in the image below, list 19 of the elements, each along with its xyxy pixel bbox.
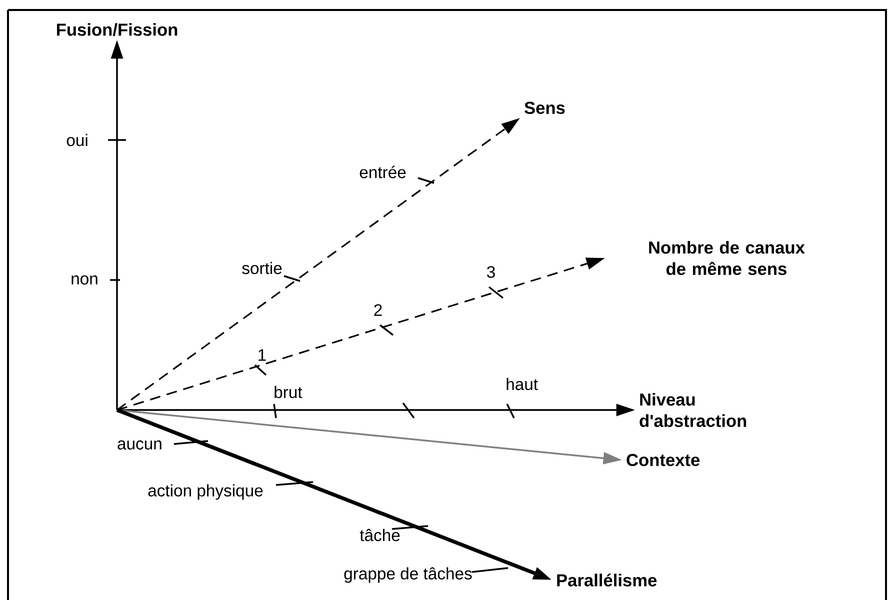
- tick-label: entrée: [360, 166, 406, 178]
- axis-title: Sens: [524, 102, 565, 114]
- tick-label: grappe de tâches: [344, 567, 472, 583]
- tick-label: sortie: [242, 262, 282, 274]
- tick-label: 3: [487, 266, 495, 278]
- tick-label: aucun: [118, 440, 162, 450]
- tick-label: 2: [374, 304, 382, 316]
- axis-title: Nombre de canaux de même sens: [649, 240, 805, 276]
- axis-title: Niveau d'abstraction: [640, 392, 746, 428]
- tick-label: brut: [274, 386, 302, 398]
- tick-label: tâche: [360, 528, 400, 542]
- tick-label: oui: [66, 134, 88, 146]
- tick-label: non: [72, 275, 98, 285]
- tick-label: action physique: [148, 484, 263, 500]
- axis-title: Contexte: [626, 454, 700, 466]
- tick-label: haut: [506, 378, 538, 390]
- tick-label: 1: [258, 349, 266, 361]
- axis-title: Fusion/Fission: [57, 23, 178, 36]
- axis-title: Parallélisme: [557, 574, 657, 586]
